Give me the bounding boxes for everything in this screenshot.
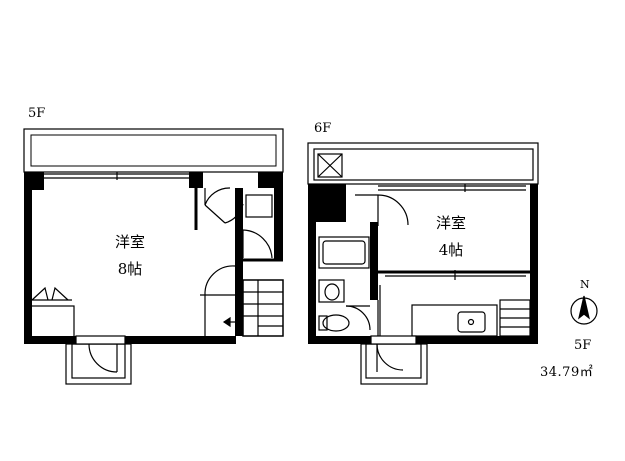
info-floor: 5F [574,338,592,353]
balcony-5f [23,128,284,173]
floor-label-6f: 6F [314,121,332,136]
floor-label-5f: 5F [28,106,46,121]
bathtub [318,236,370,269]
room-size-5f: 8帖 [117,260,143,278]
floor-6f-plan [307,142,539,385]
toilet [322,314,350,332]
kitchen-counter [411,304,498,337]
compass-north-label: N [580,278,590,291]
room-name-6f: 洋室 [435,214,466,232]
floor-5f-plan [23,128,284,385]
skylight-icon [317,153,343,178]
balcony-6f [307,142,539,185]
info-area: 34.79㎡ [540,365,594,380]
room-name-5f: 洋室 [114,233,145,251]
room-size-6f: 4帖 [438,241,464,259]
compass-icon [570,295,598,325]
